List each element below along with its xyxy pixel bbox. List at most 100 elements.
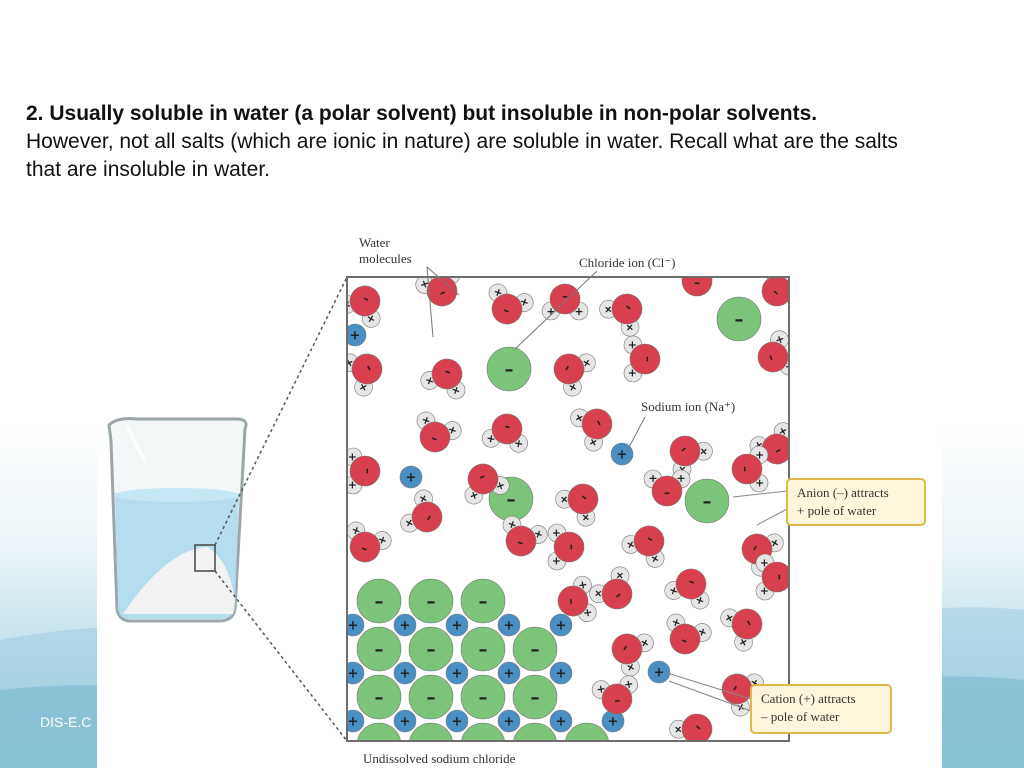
sodium-ion-body [393,661,417,685]
chloride-ion: – [460,626,506,672]
oxygen-atom [675,568,707,600]
plus-sign: + [678,262,687,275]
plus-sign: + [758,558,771,567]
sodium-ion-body [445,661,469,685]
minus-sign: – [427,735,436,756]
minus-sign: – [773,574,787,580]
label-sodium: Sodium ion (Na⁺) [641,399,735,414]
oxygen-atom [431,358,463,390]
plus-sign: + [556,619,567,634]
plus-sign: + [400,667,411,682]
chloride-ion: – [356,626,402,672]
zoom-line-bottom [214,570,348,742]
oxygen-atom [553,531,585,563]
minus-sign: – [375,591,384,612]
sodium-ion-body [348,661,365,685]
minus-sign: – [375,735,384,756]
oxygen-atom [505,525,537,557]
callout-anion-line2: + pole of water [797,503,877,518]
plus-sign: + [758,586,771,595]
plus-sign: + [550,528,563,537]
chloride-ion: – [408,674,454,720]
oxygen-atom [611,293,643,325]
chloride-ion: – [486,346,532,392]
water-molecule: ++– [348,353,383,397]
minus-sign: – [479,591,488,612]
water-molecule: ++– [599,293,643,337]
minus-sign: – [583,735,592,756]
sodium-ion-body [348,709,365,733]
water-molecule: ++– [721,673,764,717]
minus-sign: – [763,353,778,363]
oxygen-atom [761,278,788,307]
chloride-ion-body [357,722,401,740]
dissolution-figure: –––––––+++++––––+++++–––––++++++––––++++… [97,229,942,768]
zoom-line-top [214,276,348,546]
chloride-ion-body [356,578,402,624]
minus-sign: – [694,277,700,291]
chloride-ion: – [565,722,609,756]
minus-sign: – [531,639,540,660]
chloride-ion-body [356,626,402,672]
plus-sign: + [753,450,766,459]
oxygen-atom [549,283,581,315]
minus-sign: – [375,687,384,708]
chloride-ion: – [513,722,557,740]
plus-sign: + [556,715,567,730]
oxygen-atom [426,278,458,307]
plus-sign: + [556,667,567,682]
plus-sign: + [504,715,515,730]
water-molecule: ++– [570,408,613,452]
minus-sign: – [443,364,453,379]
minus-sign: – [477,469,487,484]
minus-sign: – [429,432,439,447]
water-molecule: ++– [678,262,714,297]
sodium-ion: + [399,465,423,489]
hydrogen-atom [680,278,686,279]
water-molecule: ++– [755,553,788,601]
minus-sign: – [427,639,436,660]
label-water-line2: molecules [359,251,412,266]
water-molecule: ++– [664,568,710,610]
chloride-ion: – [408,578,454,624]
callout-cation-line1: Cation (+) attracts [761,691,856,706]
chloride-ion-body [408,674,454,720]
chloride-ion: – [460,578,506,624]
minus-sign: – [613,694,621,709]
sodium-ion: + [549,709,573,733]
sodium-ion: + [445,661,469,685]
sodium-ion: + [348,323,367,347]
plus-sign: + [513,436,524,450]
sodium-ion-body [610,442,634,466]
minus-sign: – [503,419,511,434]
sodium-ion: + [393,709,417,733]
chloride-ion-body [512,674,558,720]
slide-body: However, not all salts (which are ionic … [26,130,898,181]
minus-sign: – [361,468,375,474]
water-molecule: ++– [591,675,639,715]
plus-sign: + [346,452,359,461]
label-chloride: Chloride ion (Cl⁻) [579,255,675,270]
chloride-ion: – [408,626,454,672]
chloride-ion-body [460,674,506,720]
minus-sign: – [562,289,568,303]
minus-sign: – [507,489,516,510]
hydrogen-atom [708,278,714,279]
chloride-ion-body [716,296,762,342]
minus-sign: – [679,634,689,649]
minus-sign: – [427,687,436,708]
minus-sign: – [687,574,697,589]
plus-sign: + [400,619,411,634]
plus-sign: + [617,448,628,463]
sodium-ion-body [399,465,423,489]
chloride-ion-body [461,722,505,740]
minus-sign: – [479,735,488,756]
water-molecule: ++– [621,525,665,568]
plus-sign: + [626,368,639,377]
sodium-ion-body [549,661,573,685]
sodium-ion-body [497,661,521,685]
plus-sign: + [400,715,411,730]
chloride-ion-body [512,626,558,672]
minus-sign: – [735,309,744,330]
sodium-ion-body [348,323,367,347]
